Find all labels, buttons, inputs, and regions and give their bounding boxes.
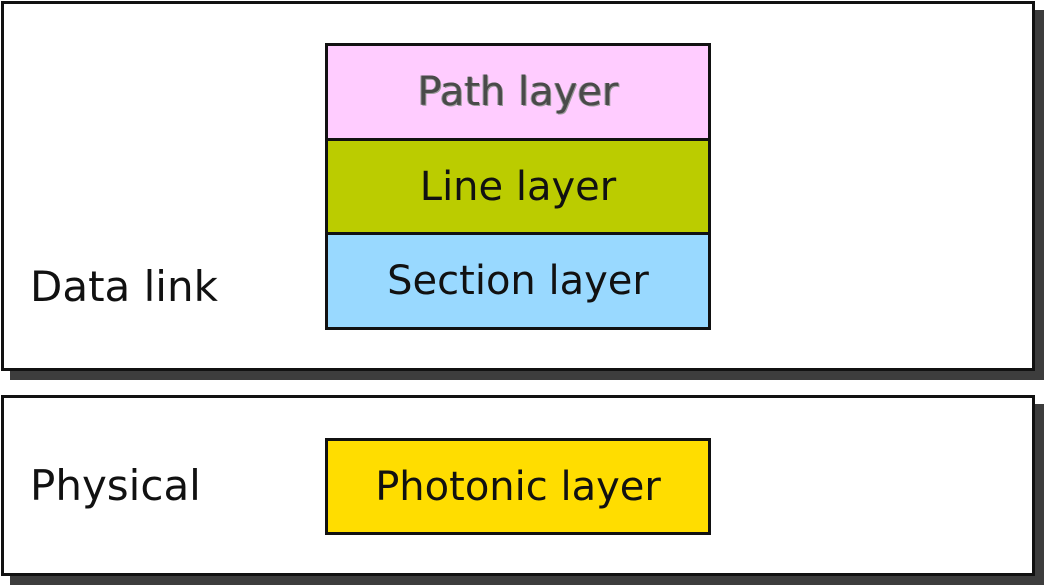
- line-layer-label: Line layer: [419, 163, 617, 210]
- physical-label: Physical: [30, 461, 201, 510]
- path-layer-label: Path layer: [417, 69, 619, 115]
- section-layer-box: Section layer: [328, 235, 708, 327]
- data-link-label: Data link: [30, 262, 218, 311]
- photonic-layer-label: Photonic layer: [375, 463, 661, 510]
- data-link-layer-stack: Path layer Line layer Section layer: [325, 43, 711, 330]
- line-layer-box: Line layer: [328, 141, 708, 235]
- section-layer-label: Section layer: [387, 258, 649, 304]
- photonic-layer-box: Photonic layer: [325, 438, 711, 535]
- path-layer-box: Path layer: [328, 46, 708, 141]
